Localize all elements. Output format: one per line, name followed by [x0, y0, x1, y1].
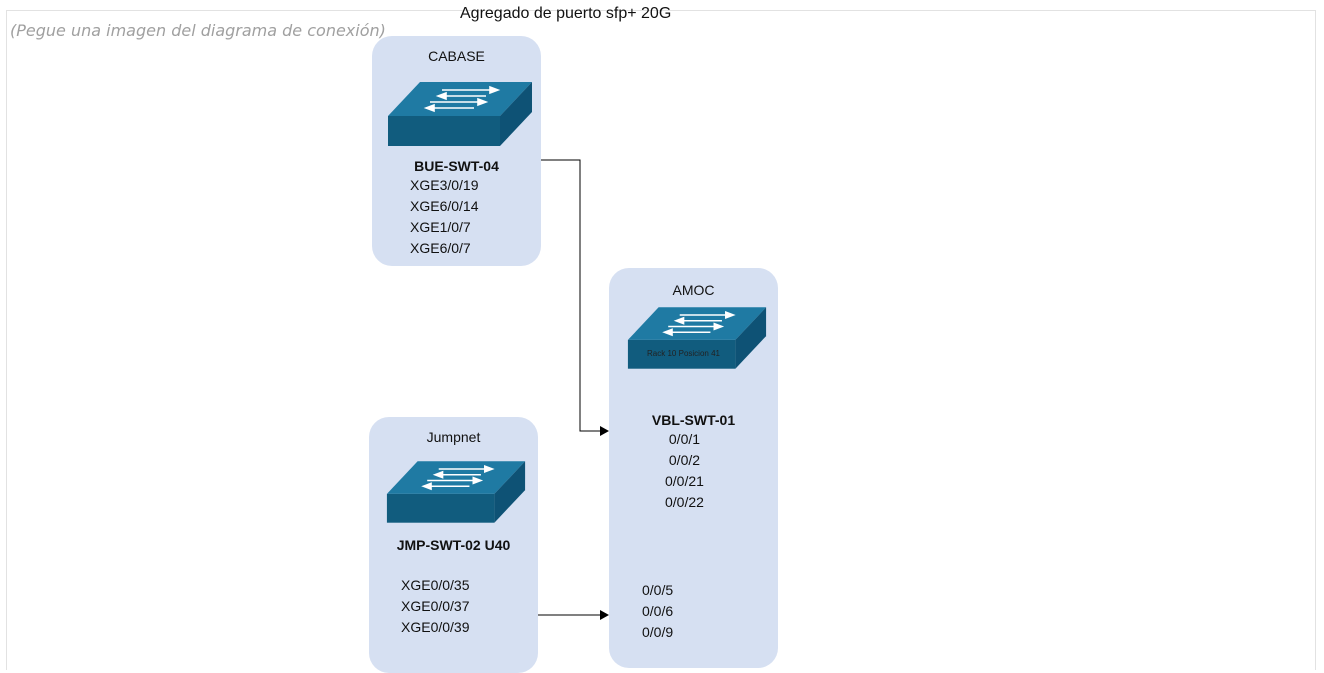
port-list-jumpnet: XGE0/0/35 XGE0/0/37 XGE0/0/39: [401, 575, 470, 638]
site-label-cabase: CABASE: [428, 48, 485, 64]
port-label: XGE1/0/7: [410, 219, 471, 235]
port-label: 0/0/21: [665, 473, 704, 489]
port-list-amoc-top: 0/0/1 0/0/2 0/0/21 0/0/22: [665, 429, 704, 513]
node-amoc: AMOC Rack 10 Posicion 41 VBL-SWT-01 0/0/…: [609, 268, 778, 668]
port-label: 0/0/9: [642, 624, 674, 640]
site-label-jumpnet: Jumpnet: [426, 429, 481, 445]
port-label: XGE0/0/35: [401, 577, 470, 593]
port-list-amoc-bottom: 0/0/5 0/0/6 0/0/9: [642, 580, 673, 643]
network-switch-icon: [627, 307, 767, 369]
port-label: XGE0/0/39: [401, 619, 470, 635]
site-label-amoc: AMOC: [672, 282, 715, 298]
rack-position-note: Rack 10 Posicion 41: [647, 349, 720, 358]
arrowhead-icon: [600, 426, 609, 436]
link-cabase-to-amoc: [541, 159, 600, 432]
port-label: XGE6/0/7: [410, 240, 471, 256]
device-name-amoc: VBL-SWT-01: [651, 412, 736, 428]
port-label: XGE0/0/37: [401, 598, 470, 614]
port-list-cabase: XGE3/0/19 XGE6/0/14 XGE1/0/7 XGE6/0/7: [410, 175, 479, 259]
diagram-frame: [6, 10, 1316, 670]
network-switch-icon: [388, 82, 532, 146]
device-name-cabase: BUE-SWT-04: [414, 158, 499, 174]
device-name-jumpnet: JMP-SWT-02 U40: [396, 537, 511, 553]
image-placeholder-text: (Pegue una imagen del diagrama de conexi…: [10, 21, 386, 40]
node-jumpnet: Jumpnet JMP-SWT-02 U40 XGE0/0/35 XGE0/0/…: [369, 417, 538, 673]
network-switch-icon: [386, 461, 526, 523]
port-label: XGE6/0/14: [410, 198, 479, 214]
diagram-title: Agregado de puerto sfp+ 20G: [460, 5, 672, 22]
port-label: 0/0/5: [642, 582, 674, 598]
port-label: 0/0/6: [642, 603, 674, 619]
port-label: 0/0/2: [668, 452, 701, 468]
port-label: 0/0/22: [665, 494, 704, 510]
arrowhead-icon: [600, 610, 609, 620]
port-label: 0/0/1: [668, 431, 701, 447]
node-cabase: CABASE BUE-SWT-04 XGE3/0/19 XGE6/0/14 XG…: [372, 36, 541, 266]
port-label: XGE3/0/19: [410, 177, 479, 193]
